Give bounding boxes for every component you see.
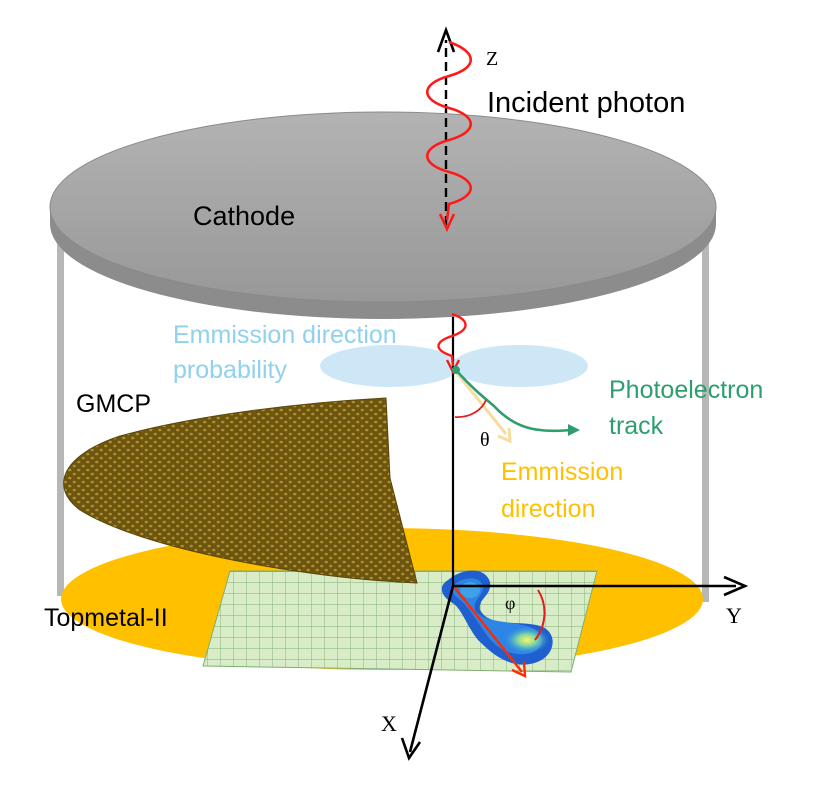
phi-label: φ bbox=[505, 593, 515, 613]
emission-direction-arrow bbox=[454, 371, 512, 444]
incident-photon-wave bbox=[426, 40, 472, 233]
photoelectron-label-line2: track bbox=[609, 412, 664, 440]
gmcp-label: GMCP bbox=[76, 390, 151, 418]
photoelectron-track bbox=[452, 366, 580, 436]
projected-direction-arrow bbox=[454, 587, 546, 678]
topmetal-label: Topmetal-II bbox=[44, 604, 168, 632]
theta-label: θ bbox=[480, 429, 490, 451]
support-post-left bbox=[57, 230, 64, 596]
theta-arc bbox=[454, 399, 487, 418]
cathode-disk bbox=[49, 111, 717, 319]
incident-photon-label: Incident photon bbox=[487, 87, 685, 119]
x-axis bbox=[408, 585, 455, 753]
emission-direction-label-line2: direction bbox=[501, 495, 596, 523]
emission-probability-label-line2: probability bbox=[173, 356, 287, 384]
z-axis-arrowhead bbox=[436, 26, 456, 53]
emission-probability-label-line1: Emmission direction bbox=[173, 321, 397, 349]
cathode-label: Cathode bbox=[193, 201, 295, 231]
y-axis-label: Y bbox=[726, 603, 742, 628]
base-axes bbox=[400, 575, 749, 761]
emission-probability-lobes bbox=[320, 345, 588, 387]
x-axis-label: X bbox=[381, 711, 397, 736]
gmcp-plate bbox=[63, 397, 418, 584]
emission-direction-label-line1: Emmission bbox=[501, 458, 623, 486]
z-axis-label: Z bbox=[486, 48, 498, 70]
support-posts bbox=[57, 230, 709, 602]
support-post-right bbox=[702, 230, 709, 602]
photoelectron-label-line1: Photoelectron bbox=[609, 376, 763, 404]
phi-arc bbox=[534, 589, 546, 641]
